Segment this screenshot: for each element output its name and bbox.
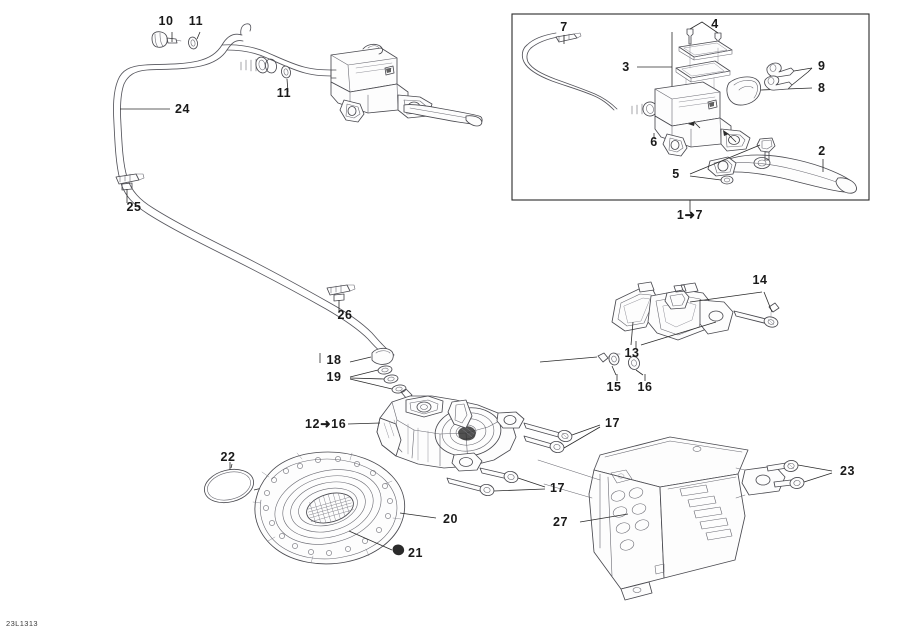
callout-17-upper-label: 17 [605, 416, 620, 430]
callout-11-upper-label: 11 [189, 14, 203, 28]
callout-7-label: 7 [560, 20, 568, 34]
callout-21-label: 21 [408, 546, 423, 560]
callout-26-label: 26 [337, 308, 352, 322]
callout-27-label: 27 [553, 515, 568, 529]
callout-25-label: 25 [126, 200, 141, 214]
callout-15-label: 15 [606, 380, 621, 394]
part-18-banjo-bolt [349, 347, 394, 365]
callout-5-label: 5 [672, 167, 680, 181]
callout-23-label: 23 [840, 464, 855, 478]
part-19-sealing-washers [349, 365, 407, 394]
part-25-hose-clamp [115, 173, 145, 203]
callout-18-label: 18 [326, 353, 341, 367]
part-11-washer-lower [280, 65, 292, 79]
part-15-bleeder-screw [539, 352, 621, 376]
part-7-hose-clamp [555, 32, 582, 43]
part-10-hose-fitting [151, 31, 182, 48]
part-23-guard-bolts [766, 460, 833, 489]
callout-6-label: 6 [650, 135, 658, 149]
part-2-brake-lever [689, 137, 857, 194]
detail-hose-and-clamp [521, 32, 669, 117]
callout-14-label: 14 [752, 273, 767, 287]
part-12-16-brake-caliper [347, 388, 525, 472]
brake-hose-assembly [113, 23, 395, 360]
detail-master-cylinder-body [654, 81, 751, 157]
part-27-brake-guard [537, 436, 786, 601]
callout-labels: 10 11 11 24 25 26 18 19 12➜16 22 20 21 1… [126, 14, 855, 560]
part-26-hose-clamp [326, 284, 356, 311]
callout-8-label: 8 [818, 81, 826, 95]
callout-22-label: 22 [220, 450, 235, 464]
callout-10-label: 10 [158, 14, 173, 28]
part-16-bleeder-cap [628, 356, 644, 376]
callout-17-lower-label: 17 [550, 481, 565, 495]
callout-3-label: 3 [622, 60, 630, 74]
part-9-lever-pivot-bolts [764, 62, 813, 91]
part-14-pad-retaining-pins [689, 291, 780, 328]
drawing-code: 23L1313 [6, 619, 38, 628]
callout-4-label: 4 [711, 17, 719, 31]
part-4-cover-screws [686, 21, 722, 49]
part-20-brake-disc [252, 451, 437, 565]
callout-9-label: 9 [818, 59, 826, 73]
detail-reservoir-cover-stack [637, 21, 733, 104]
detail-box-caption: 1➜7 [677, 208, 703, 222]
callout-12-16-label: 12➜16 [305, 417, 346, 431]
callout-19-label: 19 [326, 370, 341, 384]
part-13-brake-pads-bracket [611, 281, 734, 346]
detail-box-callout-labels: 7 4 3 9 8 6 5 2 1➜7 [560, 17, 826, 222]
part-17-caliper-bolts [446, 422, 601, 497]
detail-box-leaders [563, 35, 655, 139]
hose-crimp-detail [240, 56, 277, 74]
part-11-washer-upper [187, 36, 199, 50]
callout-11-lower-label: 11 [277, 86, 291, 100]
callout-20-label: 20 [443, 512, 458, 526]
detail-box-frame [511, 13, 870, 212]
part-5-lever-hardware [689, 137, 776, 185]
callout-leader-lines [120, 31, 646, 470]
callout-16-label: 16 [637, 380, 652, 394]
callout-2-label: 2 [818, 144, 826, 158]
master-cylinder-left-assembly [330, 43, 483, 127]
callout-13-label: 13 [624, 346, 639, 360]
callout-24-label: 24 [175, 102, 190, 116]
